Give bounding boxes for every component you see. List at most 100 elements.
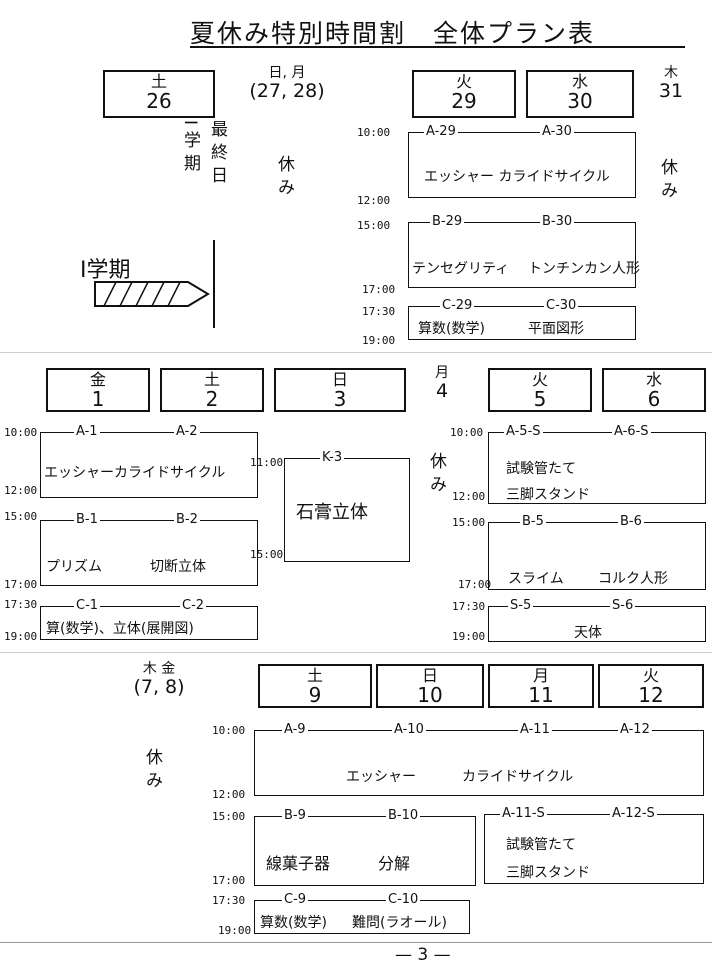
session-code: C-30 [544,298,579,313]
page-number: — 3 — [395,945,451,965]
session-block-c [40,606,258,640]
session-code: A-1 [74,424,100,439]
time-label: 15:00 [4,510,38,523]
time-label: 11:00 [250,456,284,469]
activity-label: エッシャーカライドサイクル [44,465,226,481]
session-code: K-3 [320,450,345,465]
day-header-tue-29: 火 29 [412,70,516,118]
time-label: 19:00 [218,924,252,937]
session-code: S-5 [508,598,534,613]
session-code: A-9 [282,722,308,737]
session-code: B-1 [74,512,100,527]
last-day-label: 最終日 [207,120,227,189]
time-label: 15:00 [212,810,246,823]
time-label: 19:00 [362,334,396,347]
day-header-tue-12: 火 12 [598,664,704,708]
time-label: 10:00 [4,426,38,439]
footer-divider [0,942,712,943]
day-header-sat-2: 土 2 [160,368,264,412]
day-header-mon-11: 月 11 [488,664,594,708]
time-label: 10:00 [450,426,484,439]
time-label: 17:30 [4,598,38,611]
day-header-wed-30: 水 30 [526,70,634,118]
session-block-a-s [488,432,706,504]
rest-label-sunmon: 休み [274,155,294,201]
activity-label: 難問(ラオール) [352,915,447,931]
activity-label: 三脚スタンド [506,487,590,503]
session-code: A-12 [618,722,652,737]
session-block-a [40,432,258,498]
time-label: 12:00 [357,194,391,207]
time-label: 19:00 [4,630,38,643]
session-block-s [488,606,706,642]
day-header-sat-26: 土 26 [103,70,215,118]
session-block-c [408,306,636,340]
activity-label: エッシャー [346,769,416,785]
activity-label: コルク人形 [598,571,668,587]
activity-label: 算数(数学) [418,321,485,337]
time-label: 17:00 [212,874,246,887]
activity-label: 分解 [378,854,411,873]
term-label-vertical: I学期 [180,120,200,178]
session-block-b5 [488,522,706,590]
session-code: A-29 [424,124,458,139]
activity-label: エッシャー カライドサイクル [424,169,610,185]
day-header-wed-6: 水 6 [602,368,706,412]
time-label: 12:00 [212,788,246,801]
session-code: S-6 [610,598,636,613]
session-code: B-9 [282,808,308,823]
day-header-fri-1: 金 1 [46,368,150,412]
session-block-k [284,458,410,562]
rest-label-mon: 休み [426,452,446,498]
time-label: 17:00 [362,283,396,296]
session-block-a [254,730,704,796]
page-title: 夏休み特別時間割 全体プラン表 [190,19,596,48]
activity-label: 切断立体 [150,559,206,575]
session-code: A-5-S [504,424,543,439]
day-header-tue-5: 火 5 [488,368,592,412]
session-code: C-2 [180,598,207,613]
time-label: 19:00 [452,630,486,643]
time-label: 15:00 [250,548,284,561]
time-label: 10:00 [212,724,246,737]
day-header-thufri: 木 金 (7, 8) [133,661,185,699]
time-label: 17:00 [4,578,38,591]
term-arrow-label: I学期 [80,258,131,283]
activity-label: スライム [508,571,564,587]
day-header-sun-3: 日 3 [274,368,406,412]
session-block-a-s [484,814,704,884]
time-label: 15:00 [452,516,486,529]
time-label: 17:30 [212,894,246,907]
day-header-thu-31: 木 31 [658,65,684,103]
activity-label: 平面図形 [528,321,584,337]
activity-label: 算数(数学) [260,915,327,931]
activity-label: 試験管たて [506,837,576,853]
session-block-b [40,520,258,586]
session-code: C-10 [386,892,421,907]
activity-label: テンセグリティ [412,261,510,277]
term-divider [213,240,215,328]
term-arrow-icon [94,281,210,307]
rest-label-thufri: 休み [142,748,162,794]
activity-label: 線菓子器 [266,854,331,873]
time-label: 12:00 [4,484,38,497]
time-label: 17:30 [452,600,486,613]
session-block-b [408,222,636,288]
section-divider [0,352,712,353]
activity-label: プリズム [46,559,102,575]
time-label: 10:00 [357,126,391,139]
time-label: 15:00 [357,219,391,232]
activity-label: カライドサイクル [462,769,574,785]
time-label: 17:00 [458,578,492,591]
section-divider [0,652,712,653]
session-code: C-1 [74,598,101,613]
rest-label-thu: 休み [657,158,677,204]
session-code: A-11 [518,722,552,737]
session-block-a [408,132,636,198]
session-code: B-10 [386,808,421,823]
session-code: C-29 [440,298,475,313]
day-header-sat-9: 土 9 [258,664,372,708]
session-block-c [254,900,470,934]
activity-label: トンチンカン人形 [528,261,640,277]
activity-label: 算(数学)、立体(展開図) [46,621,194,637]
